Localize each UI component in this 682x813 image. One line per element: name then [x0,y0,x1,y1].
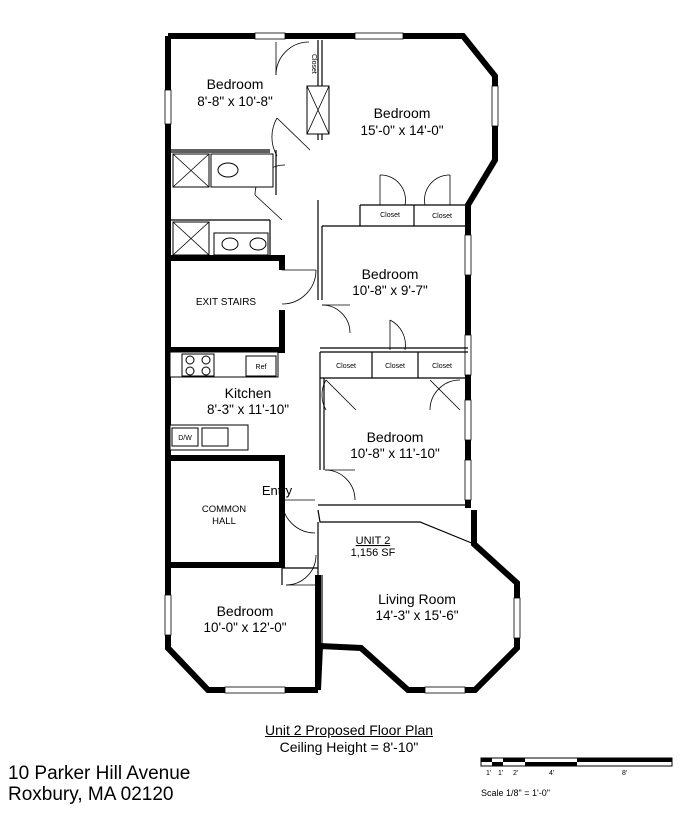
address-line-2: Roxbury, MA 02120 [8,784,174,805]
closet-ne-left-label: Closet [380,212,400,219]
closet-ne-right-label: Closet [432,213,452,220]
scale-label-1a: 1' [486,770,491,777]
ref-box [245,355,277,377]
room-labels: Bedroom 8'-8" x 10'-8" Bedroom 15'-0" x … [196,76,459,635]
sink-left-icon [221,237,239,251]
sink-right-icon [249,237,267,251]
bedroom-ne-dims: 15'-0" x 14'-0" [360,123,443,138]
sink-kitchen-icon [201,427,229,447]
unit-area: 1,156 SF [351,547,396,559]
ref-label: Ref [256,364,267,371]
dw-label: D/W [178,435,192,442]
common-hall-line1: COMMON [202,504,246,515]
entry-label: Entry [262,483,293,498]
kitchen-fixtures [171,353,277,447]
closet-labels: Closet Closet Closet Closet Closet Close… [178,54,452,442]
scale-label-2: 2' [513,770,518,777]
bedroom-sw-dims: 10'-0" x 12'-0" [203,620,286,635]
bedroom-mid-dims: 10'-8" x 9'-7" [352,283,428,298]
closet-top-label: Closet [310,54,317,74]
address-line-1: 10 Parker Hill Avenue [8,763,191,784]
kitchen-dims: 8'-3" x 11'-10" [207,402,289,417]
scale-text: Scale 1/8" = 1'-0" [481,788,550,798]
ceiling-height: Ceiling Height = 8'-10" [279,739,419,755]
scale-label-8: 8' [622,770,627,777]
bathroom-fixtures [172,85,330,256]
plan-title: Unit 2 Proposed Floor Plan [264,722,434,738]
bedroom-se-dims: 10'-8" x 11'-10" [350,446,440,461]
scale-label-4: 4' [549,770,554,777]
bedroom-nw-name: Bedroom [207,76,264,92]
dw-box [171,427,199,447]
unit-name: UNIT 2 [356,535,391,547]
windows [164,32,521,694]
exit-stairs-label: EXIT STAIRS [196,297,257,308]
bedroom-nw-dims: 8'-8" x 10'-8" [197,94,273,109]
closet-mid-right-label: Closet [432,363,452,370]
toilet-icon [217,162,239,178]
bedroom-se-name: Bedroom [367,429,424,445]
bedroom-sw-name: Bedroom [217,603,274,619]
common-hall-line2: HALL [212,516,236,527]
bedroom-ne-name: Bedroom [374,105,431,121]
closet-mid-center-label: Closet [385,363,405,370]
scale-label-1b: 1' [498,770,503,777]
kitchen-name: Kitchen [225,385,272,401]
bedroom-mid-name: Bedroom [362,266,419,282]
scale-bar: 1' 1' 2' 4' 8' [480,757,673,777]
living-room-name: Living Room [378,591,456,607]
living-room-dims: 14'-3" x 15'-6" [375,608,458,623]
closet-mid-left-label: Closet [336,363,356,370]
